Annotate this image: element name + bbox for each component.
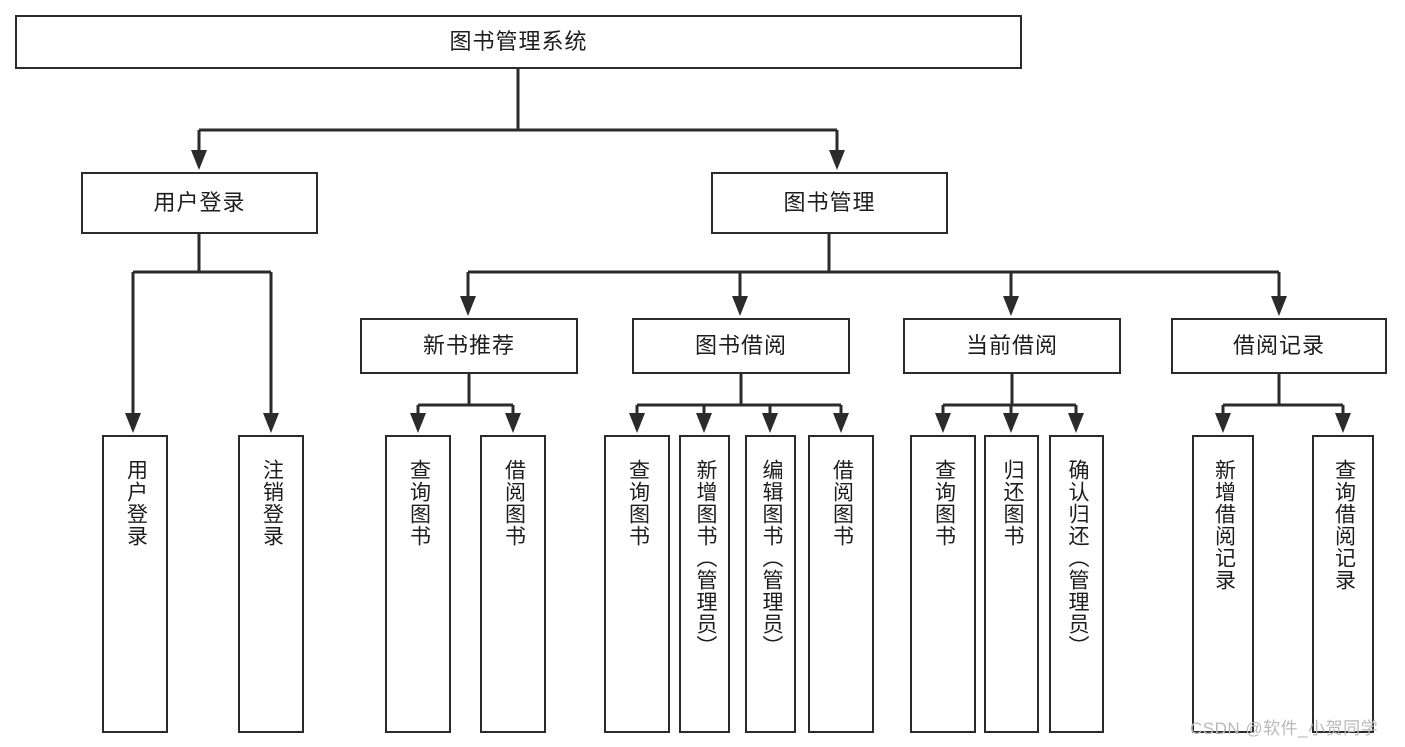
- node-current-borrow[interactable]: 当前借阅: [903, 318, 1121, 374]
- node-label-leaf-add-book: 新增图书（管理员）: [693, 459, 717, 657]
- node-leaf-user-login[interactable]: 用户登录: [102, 435, 168, 733]
- arrowhead-icon: [410, 413, 426, 433]
- node-label-leaf-user-login: 用户登录: [124, 459, 148, 547]
- arrowhead-icon: [829, 150, 845, 170]
- node-leaf-query-record[interactable]: 查询借阅记录: [1312, 435, 1374, 733]
- node-leaf-return-book[interactable]: 归还图书: [984, 435, 1039, 733]
- node-label-user-login: 用户登录: [153, 190, 246, 215]
- watermark-label: CSDN @软件_小贺同学: [1190, 719, 1379, 738]
- node-label-leaf-query-book-current: 查询图书: [932, 459, 956, 547]
- node-leaf-logout[interactable]: 注销登录: [238, 435, 304, 733]
- node-book-borrow[interactable]: 图书借阅: [632, 318, 850, 374]
- node-label-leaf-query-book-new: 查询图书: [407, 459, 431, 547]
- arrowhead-icon: [935, 413, 951, 433]
- node-label-leaf-edit-book: 编辑图书（管理员）: [759, 459, 783, 657]
- node-borrow-record[interactable]: 借阅记录: [1171, 318, 1387, 374]
- node-label-book-management: 图书管理: [783, 190, 876, 215]
- node-label-current-borrow: 当前借阅: [965, 333, 1058, 358]
- node-new-book-recommend[interactable]: 新书推荐: [360, 318, 578, 374]
- node-label-borrow-record: 借阅记录: [1232, 333, 1325, 358]
- node-root[interactable]: 图书管理系统: [15, 15, 1022, 69]
- arrowhead-icon: [125, 413, 141, 433]
- arrowhead-icon: [1003, 413, 1019, 433]
- node-user-login[interactable]: 用户登录: [81, 172, 318, 234]
- node-leaf-borrow-book-new[interactable]: 借阅图书: [480, 435, 546, 733]
- node-label-leaf-borrow-book: 借阅图书: [830, 459, 854, 547]
- arrowhead-icon: [505, 413, 521, 433]
- node-leaf-borrow-book[interactable]: 借阅图书: [808, 435, 874, 733]
- arrowhead-icon: [1215, 413, 1231, 433]
- arrowhead-icon: [1271, 296, 1287, 316]
- node-leaf-query-book-borrow[interactable]: 查询图书: [604, 435, 670, 733]
- node-leaf-edit-book[interactable]: 编辑图书（管理员）: [745, 435, 796, 733]
- arrowhead-icon: [263, 413, 279, 433]
- arrowhead-icon: [1068, 413, 1084, 433]
- node-label-root: 图书管理系统: [449, 29, 588, 54]
- arrowhead-icon: [762, 413, 778, 433]
- node-leaf-query-book-new[interactable]: 查询图书: [385, 435, 451, 733]
- node-leaf-query-book-current[interactable]: 查询图书: [910, 435, 976, 733]
- node-label-leaf-borrow-book-new: 借阅图书: [502, 459, 526, 547]
- node-label-leaf-return-book: 归还图书: [1000, 459, 1024, 547]
- arrowhead-icon: [833, 413, 849, 433]
- node-label-book-borrow: 图书借阅: [694, 333, 787, 358]
- arrowhead-icon: [732, 296, 748, 316]
- node-label-leaf-query-book-borrow: 查询图书: [626, 459, 650, 547]
- node-label-leaf-add-record: 新增借阅记录: [1212, 459, 1236, 591]
- node-book-management[interactable]: 图书管理: [711, 172, 948, 234]
- node-leaf-add-record[interactable]: 新增借阅记录: [1192, 435, 1254, 733]
- arrowhead-icon: [1335, 413, 1351, 433]
- node-label-new-book-recommend: 新书推荐: [422, 333, 515, 358]
- node-leaf-add-book[interactable]: 新增图书（管理员）: [679, 435, 730, 733]
- arrowhead-icon: [191, 150, 207, 170]
- arrowhead-icon: [1003, 296, 1019, 316]
- node-leaf-confirm-return[interactable]: 确认归还（管理员）: [1049, 435, 1104, 733]
- arrowhead-icon: [696, 413, 712, 433]
- arrowhead-icon: [460, 296, 476, 316]
- node-label-leaf-logout: 注销登录: [260, 459, 284, 547]
- node-label-leaf-query-record: 查询借阅记录: [1332, 459, 1356, 591]
- node-label-leaf-confirm-return: 确认归还（管理员）: [1065, 459, 1089, 657]
- arrowhead-icon: [629, 413, 645, 433]
